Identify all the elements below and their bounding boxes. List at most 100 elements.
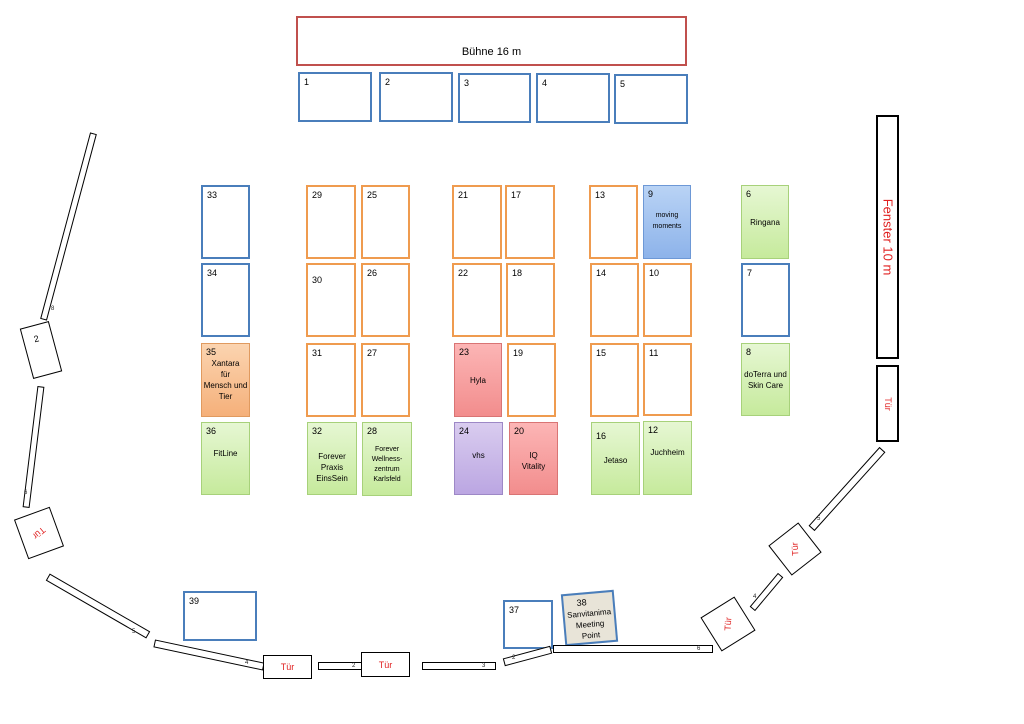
stand-number: 27: [367, 348, 378, 358]
door-right-top[interactable]: Tür: [876, 365, 899, 442]
door-left[interactable]: Tür: [13, 506, 65, 560]
stand-number: 30: [312, 275, 323, 285]
stand-25[interactable]: 25: [361, 185, 410, 259]
stand-label: FitLine: [213, 449, 238, 458]
door-right-low[interactable]: Tür: [700, 596, 756, 652]
stand-number: 32: [312, 426, 323, 436]
stand-8[interactable]: 8 doTerra und Skin Care: [741, 343, 790, 416]
stand-number: 10: [649, 268, 660, 278]
stand-number: 25: [367, 190, 378, 200]
door-label: Tür: [789, 541, 801, 557]
stand-11[interactable]: 11: [643, 343, 692, 416]
wall-box-2: 2: [19, 321, 63, 379]
door-label: Tür: [882, 396, 893, 411]
stand-label: moving moments: [652, 212, 682, 230]
stand-4[interactable]: 4: [536, 73, 610, 123]
stand-9[interactable]: 9 moving moments: [643, 185, 691, 259]
stand-number: 3: [464, 78, 470, 88]
stand-label: Ringana: [750, 218, 780, 227]
stand-number: 11: [649, 348, 659, 358]
wall-panel: [553, 645, 713, 653]
window-label: Fenster 10 m: [880, 198, 895, 276]
stand-29[interactable]: 29: [306, 185, 356, 259]
stand-number: 12: [648, 425, 659, 435]
wall-panel: [422, 662, 496, 670]
panel-number: 4: [753, 594, 757, 600]
stand-number: 37: [509, 605, 520, 615]
stand-number: 5: [620, 79, 626, 89]
door-bottom-2[interactable]: Tür: [361, 652, 410, 677]
stand-label: Xantara für Mensch und Tier: [203, 359, 248, 401]
wall-box-number: 2: [32, 333, 41, 345]
stand-number: 9: [648, 189, 654, 199]
stand-number: 19: [513, 348, 524, 358]
door-bottom-1[interactable]: Tür: [263, 655, 312, 679]
stand-number: 35: [206, 347, 217, 357]
stand-label: Juchheim: [650, 448, 685, 457]
panel-number: 3: [482, 663, 486, 669]
panel-number: 6: [24, 490, 28, 496]
door-label: Tür: [722, 616, 734, 632]
stand-number: 17: [511, 190, 522, 200]
wall-panel: [40, 132, 97, 321]
stand-19[interactable]: 19: [507, 343, 556, 417]
stand-34[interactable]: 34: [201, 263, 250, 337]
stand-label: doTerra und Skin Care: [744, 370, 787, 390]
stand-5[interactable]: 5: [614, 74, 688, 124]
stand-14[interactable]: 14: [590, 263, 639, 337]
door-label: Tür: [30, 524, 48, 542]
panel-number: 2: [512, 655, 516, 661]
stage: Bühne 16 m: [296, 16, 687, 66]
stand-27[interactable]: 27: [361, 343, 410, 417]
stand-number: 6: [746, 189, 752, 199]
stand-17[interactable]: 17: [505, 185, 555, 259]
stand-18[interactable]: 18: [506, 263, 555, 337]
stand-1[interactable]: 1: [298, 72, 372, 122]
stand-30[interactable]: 30: [306, 263, 356, 337]
stand-33[interactable]: 33: [201, 185, 250, 259]
stand-label: Hyla: [469, 376, 486, 385]
stand-number: 13: [595, 190, 606, 200]
door-label: Tür: [378, 659, 393, 670]
stand-31[interactable]: 31: [306, 343, 356, 417]
stand-number: 18: [512, 268, 523, 278]
stand-22[interactable]: 22: [452, 263, 502, 337]
stand-number: 4: [542, 78, 548, 88]
stand-label: IQ Vitality: [521, 451, 546, 471]
stand-10[interactable]: 10: [643, 263, 692, 337]
stand-15[interactable]: 15: [590, 343, 639, 417]
stand-number: 34: [207, 268, 218, 278]
stand-21[interactable]: 21: [452, 185, 502, 259]
stand-3[interactable]: 3: [458, 73, 531, 123]
stand-39[interactable]: 39: [183, 591, 257, 641]
stage-label: Bühne 16 m: [461, 46, 522, 58]
door-label: Tür: [280, 662, 295, 672]
stand-number: 1: [304, 77, 310, 87]
stand-number: 22: [458, 268, 469, 278]
stand-number: 20: [514, 426, 525, 436]
stand-number: 29: [312, 190, 323, 200]
stand-label: Forever Praxis EinsSein: [316, 452, 348, 483]
stand-13[interactable]: 13: [589, 185, 638, 259]
stand-2[interactable]: 2: [379, 72, 453, 122]
stand-number: 26: [367, 268, 378, 278]
stand-number: 31: [312, 348, 323, 358]
stand-37[interactable]: 37: [503, 600, 553, 649]
stand-7[interactable]: 7: [741, 263, 790, 337]
stand-number: 8: [746, 347, 752, 357]
panel-number: 6: [697, 646, 701, 652]
window-wall: Fenster 10 m: [876, 115, 899, 359]
stand-20[interactable]: 20 IQ Vitality: [509, 422, 558, 495]
stand-26[interactable]: 26: [361, 263, 410, 337]
